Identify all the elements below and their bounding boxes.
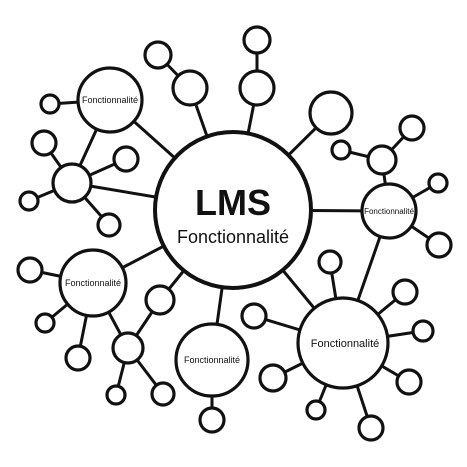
leaf-node [171,69,209,107]
leaf-node [395,368,423,396]
leaf-node [64,344,92,372]
feature-node-right: Fonctionnalité [360,182,418,240]
feature-label: Fonctionnalité [65,278,121,288]
leaf-node [411,319,435,343]
leaf-node [357,414,385,442]
leaf-node [398,114,426,142]
leaf-node [305,399,327,421]
leaf-node [317,249,343,275]
leaf-node [150,381,176,407]
leaf-node [96,212,122,238]
leaf-node [258,363,288,393]
leaf-node [34,312,56,334]
center-subtitle: Fonctionnalité [177,227,289,247]
feature-label: Fonctionnalité [311,338,380,350]
leaf-node [30,129,58,157]
leaf-node [39,93,61,115]
leaf-nodes [16,25,453,442]
center-title: LMS [195,182,271,223]
feature-label: Fonctionnalité [184,355,240,365]
leaf-node [425,231,453,259]
leaf-node [330,139,352,161]
leaf-node [143,40,173,70]
leaf-node [427,172,449,194]
feature-node-top-left: Fonctionnalité [76,66,144,134]
leaf-node [308,90,354,136]
leaf-node-hub [51,162,93,204]
feature-label: Fonctionnalité [82,95,138,105]
leaf-node [105,384,127,406]
leaf-node [240,302,268,330]
leaf-node [16,256,44,284]
leaf-node [238,69,276,107]
leaf-node [198,406,226,434]
leaf-node [144,284,176,316]
leaf-node [391,278,419,306]
leaf-node [242,25,272,55]
feature-label: Fonctionnalité [364,207,414,216]
leaf-node [18,190,40,212]
feature-node-bottom-right: Fonctionnalité [296,296,390,390]
leaf-node [366,144,398,176]
feature-node-bottom: Fonctionnalité [174,322,250,398]
feature-node-left: Fonctionnalité [58,248,128,318]
leaf-node [112,145,140,173]
center-node: LMS Fonctionnalité [153,130,313,290]
leaf-node [111,331,145,365]
